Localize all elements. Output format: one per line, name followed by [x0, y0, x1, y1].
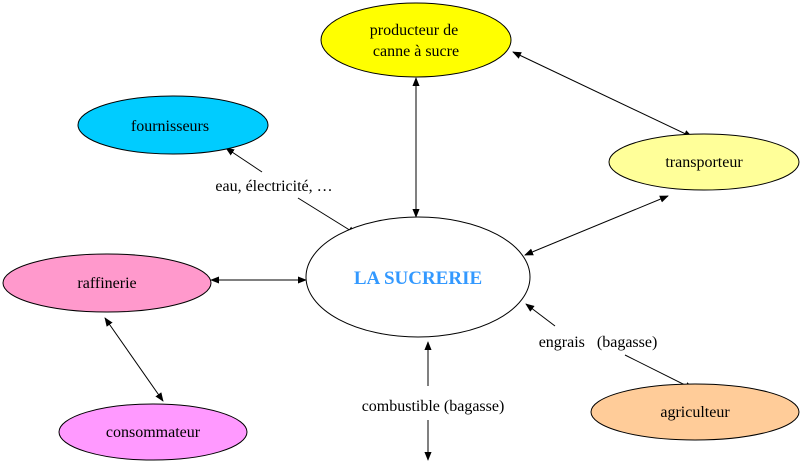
node-raffinerie[interactable] [2, 253, 212, 313]
edge-labels: eau, électricité, … engrais (bagasse) co… [215, 178, 657, 415]
edge-raffinerie-consommateur [104, 317, 164, 402]
edge-center-agriculteur-up [525, 303, 556, 327]
node-agriculteur[interactable] [590, 383, 800, 441]
node-la-sucrerie[interactable] [305, 216, 531, 338]
node-transporteur[interactable] [608, 133, 800, 191]
label-transporteur: transporteur [665, 154, 743, 171]
edge-label-agriculteur: engrais (bagasse) [539, 334, 658, 351]
node-producteur[interactable] [320, 2, 512, 78]
label-consommateur: consommateur [106, 424, 201, 441]
label-raffinerie: raffinerie [77, 275, 136, 292]
edge-producteur-transporteur [512, 51, 693, 138]
label-fournisseurs: fournisseurs [131, 118, 209, 135]
node-labels: producteur de canne à sucre fournisseurs… [77, 22, 743, 441]
edge-center-fournisseurs-b [297, 197, 357, 235]
edge-center-transporteur [524, 195, 669, 256]
label-agriculteur: agriculteur [660, 404, 730, 421]
connectors [104, 51, 694, 461]
label-la-sucrerie: LA SUCRERIE [354, 268, 482, 289]
node-consommateur[interactable] [58, 403, 248, 461]
edge-center-agriculteur-down [624, 354, 694, 390]
label-producteur: producteur de canne à sucre [370, 22, 462, 60]
node-fournisseurs[interactable] [77, 95, 269, 155]
edge-label-combustible: combustible (bagasse) [362, 398, 505, 415]
edge-center-fournisseurs-a [225, 147, 263, 173]
edge-label-fournisseurs: eau, électricité, … [215, 178, 332, 195]
